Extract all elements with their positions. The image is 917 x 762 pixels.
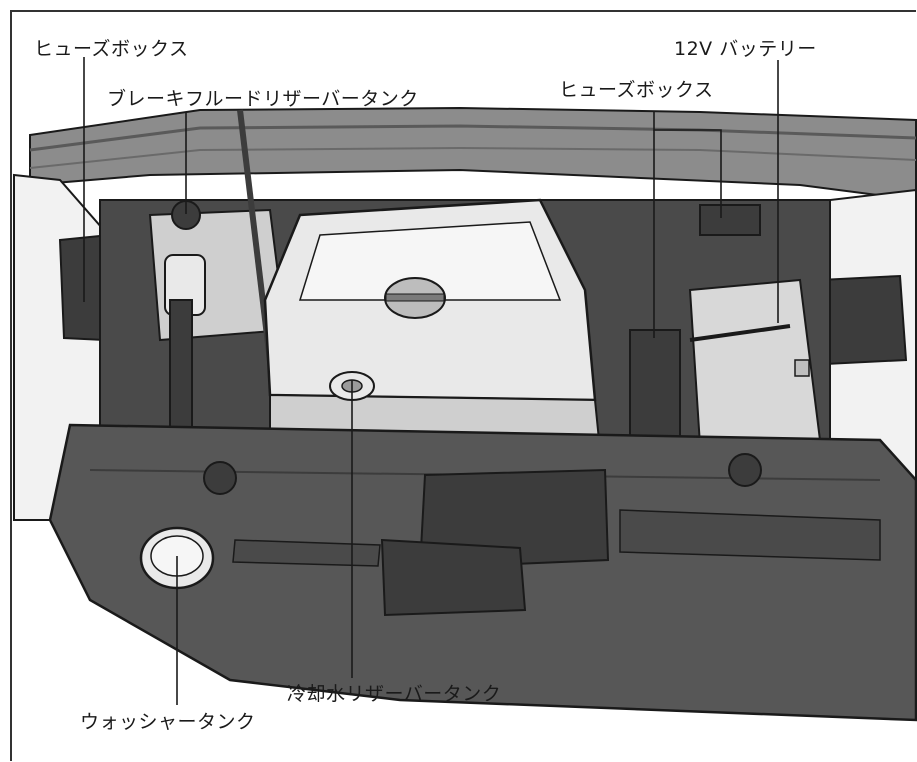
front-panel [48, 423, 917, 722]
figure-frame [10, 10, 916, 761]
label-fuse-box-right: ヒューズボックス [559, 79, 714, 101]
brake-reservoir-shape [148, 200, 287, 441]
leader-fuse-box-right-top [653, 112, 722, 218]
label-brake-fluid-reservoir: ブレーキフルードリザーバータンク [107, 88, 419, 110]
label-fuse-box-left: ヒューズボックス [34, 38, 189, 60]
right-components [629, 204, 822, 447]
label-washer-tank: ウォッシャータンク [80, 711, 256, 733]
label-coolant-reservoir: 冷却水リザーバータンク [287, 683, 502, 705]
hood-edge [29, 106, 917, 202]
fuse-box-left-shape [58, 234, 106, 342]
engine-cover [263, 198, 602, 457]
leader-lines [83, 57, 779, 705]
label-battery-12v: 12V バッテリー [674, 38, 817, 60]
